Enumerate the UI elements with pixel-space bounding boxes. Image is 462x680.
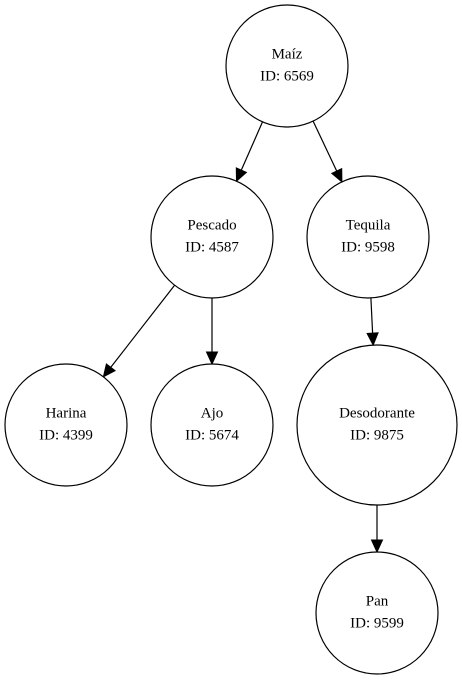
node-name: Desodorante (339, 405, 415, 421)
node-id-label: ID: 6569 (260, 68, 314, 84)
edge-pescado-harina (102, 284, 176, 378)
node-id-label: ID: 5674 (185, 427, 239, 443)
edge-desodorante-pan (370, 505, 384, 554)
node-circle (225, 4, 349, 128)
arrowhead-icon (370, 539, 384, 554)
edge-maiz-tequila (312, 120, 343, 183)
node-circle (150, 175, 274, 299)
arrowhead-icon (102, 363, 117, 378)
node-name: Tequila (346, 217, 391, 233)
node-name: Maíz (272, 46, 303, 62)
node-name: Pan (366, 593, 389, 609)
node-name: Harina (46, 405, 87, 421)
edge-maiz-pescado (235, 121, 264, 183)
edges-group (102, 120, 384, 554)
arrowhead-icon (330, 167, 343, 183)
node-circle (306, 175, 430, 299)
node-circle (4, 363, 128, 487)
node-id-label: ID: 9599 (350, 615, 404, 631)
arrowhead-icon (205, 351, 219, 366)
node-id-label: ID: 9875 (350, 427, 404, 443)
edge-line (110, 284, 176, 368)
edge-tequila-desodorante (366, 297, 379, 347)
node-id-label: ID: 9598 (341, 239, 395, 255)
node-id-label: ID: 4399 (39, 427, 93, 443)
node-name: Ajo (201, 405, 224, 421)
node-circle (150, 363, 274, 487)
arrowhead-icon (366, 332, 379, 347)
edge-pescado-ajo (205, 298, 219, 366)
node-circle (296, 344, 458, 506)
node-id-label: ID: 4587 (185, 239, 239, 255)
edge-line (312, 120, 338, 172)
edge-line (370, 297, 374, 334)
arrowhead-icon (235, 167, 248, 183)
edge-line (240, 121, 264, 171)
node-name: Pescado (187, 217, 236, 233)
node-circle (315, 551, 439, 675)
